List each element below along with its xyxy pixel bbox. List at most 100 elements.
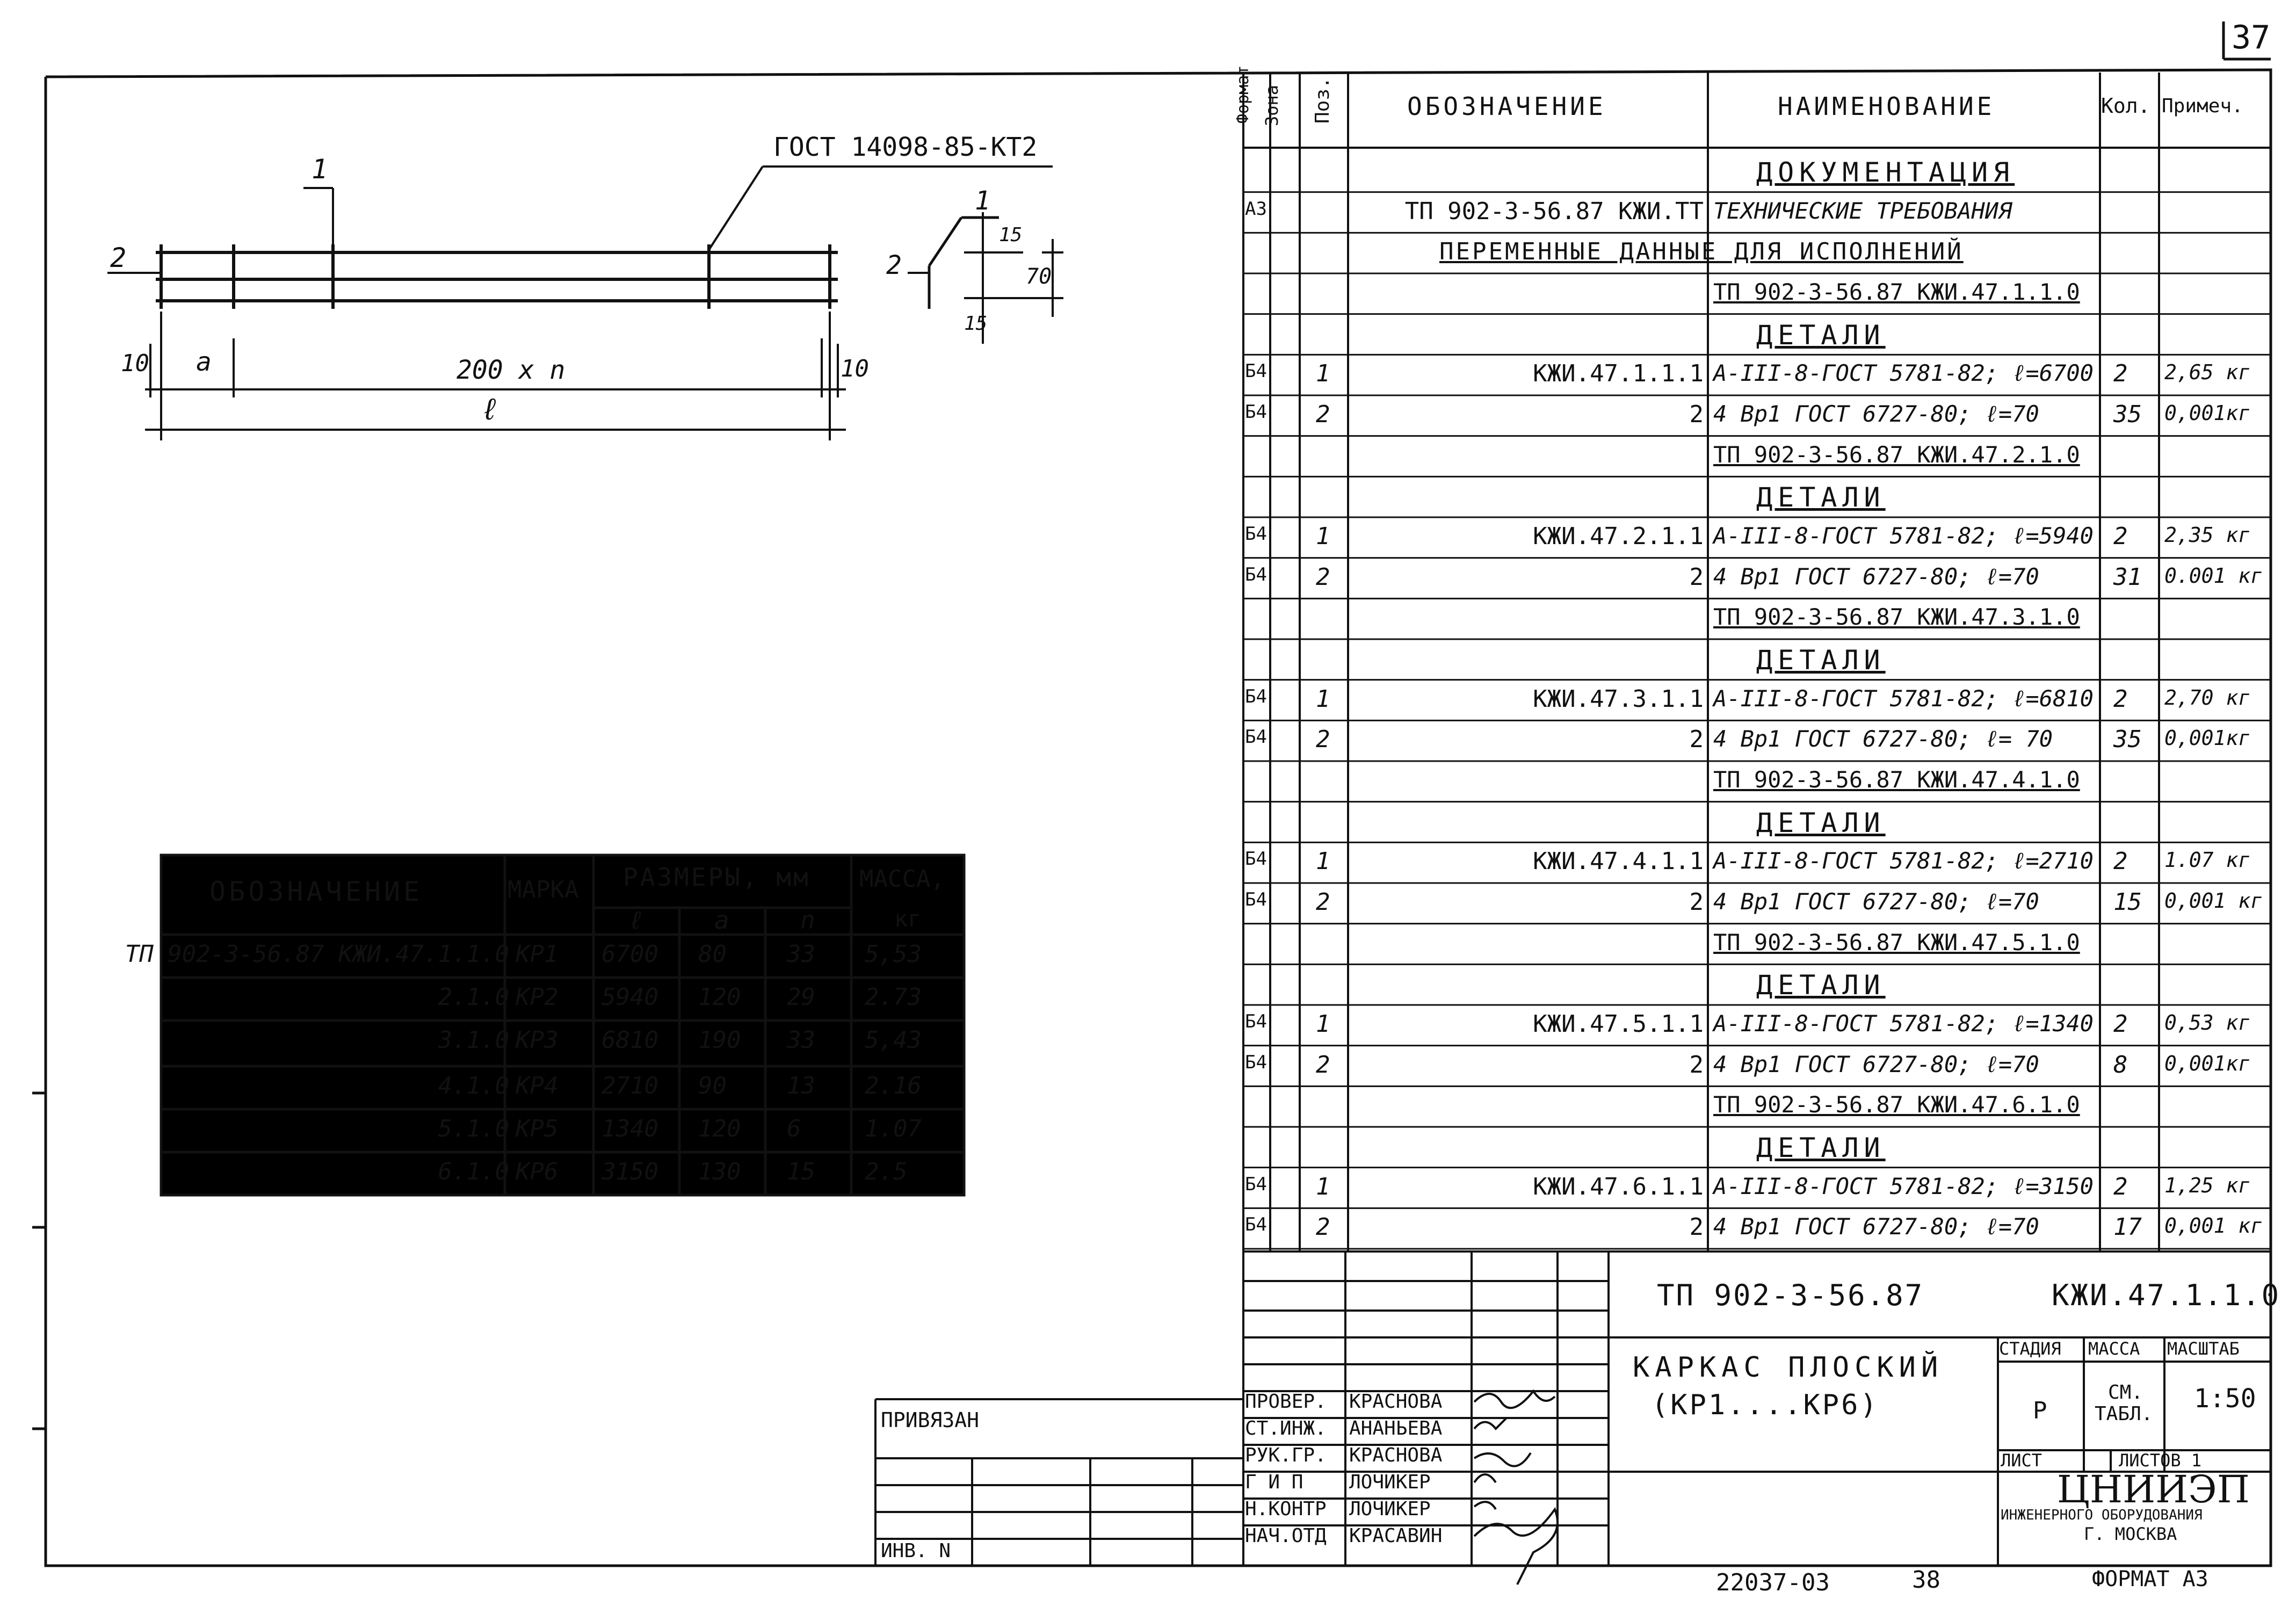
spec-cell-pos: 2 [1316, 401, 1330, 428]
variants-cell-a: 120 [698, 1115, 741, 1142]
dim-10-right: 10 [841, 355, 869, 382]
variants-cell-designation: ТП 902-3-56.87 КЖИ.47.1.1.0 [125, 940, 509, 968]
role-person: КРАСНОВА [1349, 1444, 1443, 1466]
variants-cell-designation: 3.1.0 [438, 1026, 509, 1054]
spec-cell-name: 4 Вр1 ГОСТ 6727-80; ℓ=70 [1713, 401, 2039, 427]
variants-cell-n: 6 [787, 1115, 801, 1142]
spec-cell-qty: 2 [2113, 685, 2128, 713]
variants-cell-mass: 2.16 [865, 1072, 922, 1099]
spec-cell-format: Б4 [1245, 889, 1267, 910]
position-2-label: 2 [110, 242, 127, 273]
variants-cell-n: 33 [787, 1026, 815, 1054]
variants-cell-l: 2710 [602, 1072, 658, 1099]
variants-header-mark: МАРКА [508, 876, 579, 903]
role-person: КРАСАВИН [1349, 1525, 1443, 1547]
spec-sub-designation: ТП 902-3-56.87 КЖИ.47.6.1.0 [1713, 1091, 2080, 1118]
variants-cell-l: 1340 [602, 1115, 658, 1142]
variants-cell-mark: КР4 [516, 1072, 559, 1099]
spec-cell-designation: 2 [1689, 401, 1704, 428]
role-person: АНАНЬЕВА [1349, 1417, 1443, 1439]
spec-cell-name: 4 Вр1 ГОСТ 6727-80; ℓ= 70 [1713, 726, 2053, 752]
spec-header-qty: Кол. [2101, 94, 2150, 118]
spec-cell-pos: 1 [1316, 360, 1330, 387]
spec-cell-name: А-III-8-ГОСТ 5781-82; ℓ=1340 [1713, 1010, 2094, 1037]
variants-cell-mass: 2.5 [865, 1158, 908, 1185]
variants-cell-mark: КР1 [516, 940, 559, 968]
dim-200n: 200 x n [457, 355, 566, 385]
position-1-label: 1 [312, 154, 328, 185]
spec-cell-designation: ТП 902-3-56.87 КЖИ.ТТ [1404, 198, 1704, 225]
variants-cell-mass: 2.73 [865, 983, 922, 1011]
spec-cell-pos: 1 [1316, 685, 1330, 713]
spec-cell-pos: 2 [1316, 1213, 1330, 1241]
spec-cell-note: 1,25 кг [2164, 1174, 2251, 1197]
spec-cell-qty: 15 [2113, 888, 2142, 916]
spec-cell-note: 1.07 кг [2164, 848, 2251, 872]
org-name: ЦНИИЭП [2057, 1467, 2250, 1511]
role-title: НАЧ.ОТД [1245, 1525, 1327, 1547]
spec-cell-pos: 2 [1316, 726, 1330, 753]
spec-cell-qty: 2 [2113, 523, 2128, 550]
title-name-line1: КАРКАС ПЛОСКИЙ [1633, 1351, 1944, 1384]
section-dim-15-top: 15 [999, 224, 1023, 246]
cage-drawing [107, 165, 1053, 440]
spec-cell-designation: КЖИ.47.6.1.1 [1533, 1173, 1704, 1200]
spec-header-pos: Поз. [1312, 77, 1334, 124]
spec-cell-designation: 2 [1689, 726, 1704, 753]
stage-value: Р [2033, 1397, 2047, 1424]
variants-header-mass-unit: кг [894, 906, 922, 932]
spec-cell-designation: КЖИ.47.2.1.1 [1533, 523, 1704, 550]
spec-cell-format: Б4 [1245, 726, 1267, 748]
role-person: ЛОЧИКЕР [1349, 1498, 1431, 1520]
variants-header-sizes: РАЗМЕРЫ, мм [623, 863, 810, 892]
spec-cell-note: 0,001кг [2164, 726, 2251, 750]
spec-cell-name: 4 Вр1 ГОСТ 6727-80; ℓ=70 [1713, 888, 2039, 915]
spec-cell-designation: КЖИ.47.4.1.1 [1533, 848, 1704, 875]
binding-label: ПРИВЯЗАН [881, 1408, 980, 1432]
spec-cell-qty: 35 [2113, 401, 2142, 428]
gost-label: ГОСТ 14098-85-КТ2 [773, 132, 1038, 162]
role-title: СТ.ИНЖ. [1245, 1417, 1327, 1439]
variants-header-a: a [714, 906, 729, 935]
title-name-line2: (КР1....КР6) [1652, 1389, 1879, 1421]
spec-cell-designation: КЖИ.47.1.1.1 [1533, 360, 1704, 387]
spec-cell-pos: 2 [1316, 888, 1330, 916]
page-number: 37 [2232, 19, 2271, 56]
spec-cell-format: Б4 [1245, 360, 1267, 382]
variants-cell-n: 13 [787, 1072, 815, 1099]
spec-cell-note: 0,001кг [2164, 401, 2251, 425]
spec-header-note: Примеч. [2162, 95, 2243, 117]
variants-cell-a: 90 [698, 1072, 727, 1099]
title-code: КЖИ.47.1.1.0 [2052, 1278, 2281, 1312]
variants-cell-a: 120 [698, 983, 741, 1011]
role-title: РУК.ГР. [1245, 1444, 1327, 1466]
role-person: ЛОЧИКЕР [1349, 1471, 1431, 1493]
spec-cell-name: ТЕХНИЧЕСКИЕ ТРЕБОВАНИЯ [1713, 198, 2012, 224]
spec-cell-format: Б4 [1245, 1011, 1267, 1032]
spec-section-heading: ДЕТАЛИ [1756, 482, 1886, 513]
spec-cell-note: 0,001 кг [2164, 889, 2263, 913]
spec-cell-qty: 2 [2113, 1010, 2128, 1038]
spec-cell-qty: 2 [2113, 1173, 2128, 1200]
spec-cell-pos: 2 [1316, 1051, 1330, 1079]
spec-cell-note: 2,70 кг [2164, 686, 2251, 710]
spec-cell-designation: 2 [1689, 563, 1704, 591]
spec-cell-name: 4 Вр1 ГОСТ 6727-80; ℓ=70 [1713, 1213, 2039, 1240]
spec-cell-name: А-III-8-ГОСТ 5781-82; ℓ=5940 [1713, 523, 2094, 549]
spec-cell-name: А-III-8-ГОСТ 5781-82; ℓ=6810 [1713, 685, 2094, 712]
section-drawing [908, 212, 1063, 344]
spec-header-zone: Зона [1262, 84, 1282, 126]
spec-cell-qty: 8 [2113, 1051, 2128, 1079]
variants-cell-mark: КР3 [516, 1026, 559, 1054]
variants-cell-a: 190 [698, 1026, 741, 1054]
mass-value-line1: СМ. [2108, 1381, 2143, 1403]
spec-sub-designation: ТП 902-3-56.87 КЖИ.47.4.1.0 [1713, 766, 2080, 793]
variants-cell-l: 3150 [602, 1158, 658, 1185]
spec-header-designation: ОБОЗНАЧЕНИЕ [1407, 92, 1606, 121]
spec-cell-format: Б4 [1245, 1174, 1267, 1195]
stage-header: СТАДИЯ [1999, 1338, 2061, 1359]
variants-cell-designation: 5.1.0 [438, 1115, 509, 1142]
variants-cell-designation: 6.1.0 [438, 1158, 509, 1185]
spec-section-heading: ДЕТАЛИ [1756, 807, 1886, 838]
